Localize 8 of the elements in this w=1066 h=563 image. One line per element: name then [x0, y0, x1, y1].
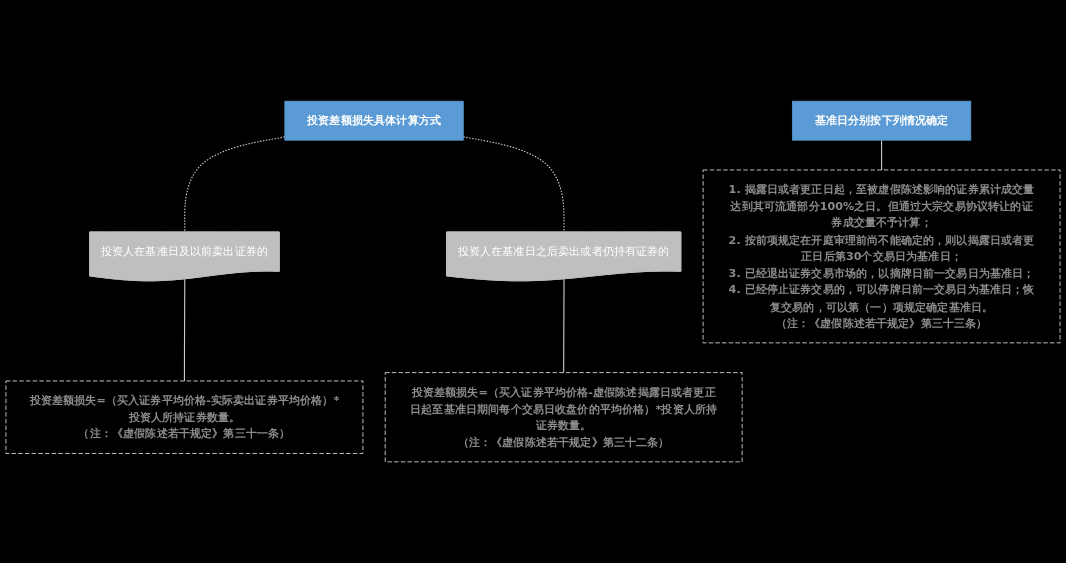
- connector: [563, 278, 565, 374]
- node-box: 投资差额损失具体计算方式: [284, 100, 464, 141]
- node-box: 1. 揭露日或者更正日起，至被虚假陈述影响的证券累计成交量达到其可流通部分100%之日。但通过大宗交易协议转让的证券成交量不予计算； 2. 按前项规定在开庭审理前尚不能确定的，则以揭露日或者更正日后第30个交易日为基准日； 3. 已经退出证券交易市场的，以摘牌日前一交易日为基准日； 4. 已经停止证券交易的，可以停牌日前一交易日为基准日；恢复交易的，可以第（一）项规定确定基准日。 （注：《虚假陈述若干规定》第三十三条）: [702, 169, 1061, 344]
- connector: [881, 139, 883, 171]
- node-box: 基准日分别按下列情况确定: [791, 100, 972, 141]
- node-box: 投资差额损失=（买入证券平均价格-实际卖出证券平均价格）*投资人所持证券数量。 （注：《虚假陈述若干规定》第三十一条）: [5, 380, 364, 454]
- node-box: 投资差额损失=（买入证券平均价格-虚假陈述揭露日或者更正日起至基准日期间每个交易日收盘价的平均价格）*投资人所持证券数量。 （注：《虚假陈述若干规定》第三十二条）: [384, 372, 743, 463]
- connector: [183, 278, 186, 382]
